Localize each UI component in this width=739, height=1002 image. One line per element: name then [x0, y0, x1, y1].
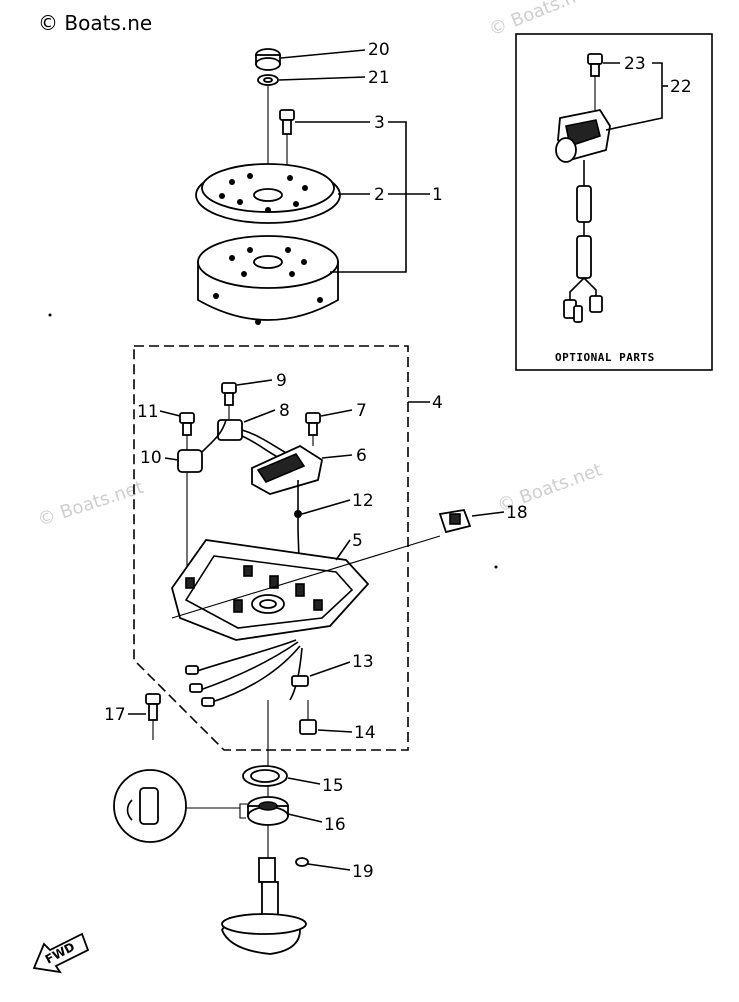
callout-19: 19 [352, 862, 374, 882]
callout-23: 23 [624, 54, 646, 74]
callout-3: 3 [374, 113, 385, 133]
callout-15: 15 [322, 776, 344, 796]
callout-22: 22 [670, 77, 692, 97]
optional-parts-label: OPTIONAL PARTS [555, 351, 655, 364]
callout-11: 11 [137, 402, 159, 422]
stator-assembly-box [133, 345, 409, 751]
optional-parts-box [515, 33, 713, 371]
gasket-part [242, 765, 288, 787]
callout-9: 9 [276, 371, 287, 391]
callout-20: 20 [368, 40, 390, 60]
nut-14-part [299, 700, 317, 735]
flywheel-group [195, 48, 341, 325]
callout-13: 13 [352, 652, 374, 672]
screw-7-part [305, 412, 321, 446]
callout-17: 17 [104, 705, 126, 725]
callout-21: 21 [368, 68, 390, 88]
watermark-mid-left: © Boats.net [35, 477, 146, 531]
washer-part [257, 74, 279, 86]
flywheel-cover-part [195, 163, 341, 224]
bolt-17-part [145, 693, 161, 740]
wire-leads-part [185, 639, 309, 707]
callout-16: 16 [324, 815, 346, 835]
callout-5: 5 [352, 531, 363, 551]
screw-9-part [221, 382, 237, 420]
watermark-top-left: © Boats.ne [38, 11, 152, 35]
callout-18: 18 [506, 503, 528, 523]
fwd-arrow-icon [32, 932, 90, 974]
flywheel-part [197, 235, 339, 325]
callout-12: 12 [352, 491, 374, 511]
shaft-part [220, 857, 307, 955]
callout-7: 7 [356, 401, 367, 421]
callout-1: 1 [432, 185, 443, 205]
connector-18-part [438, 508, 472, 534]
bearing-part [247, 796, 289, 826]
o-ring-part [295, 857, 309, 867]
callout-8: 8 [279, 401, 290, 421]
ignition-coil-part [251, 444, 324, 495]
callout-2: 2 [374, 185, 385, 205]
callout-6: 6 [356, 446, 367, 466]
bolt-part [279, 109, 295, 170]
detail-inset [113, 769, 187, 843]
callout-14: 14 [354, 723, 376, 743]
callout-10: 10 [140, 448, 162, 468]
nut-part [255, 48, 281, 71]
stator-base-part [171, 539, 370, 641]
lighting-coil-part [177, 419, 227, 473]
callout-4: 4 [432, 393, 443, 413]
